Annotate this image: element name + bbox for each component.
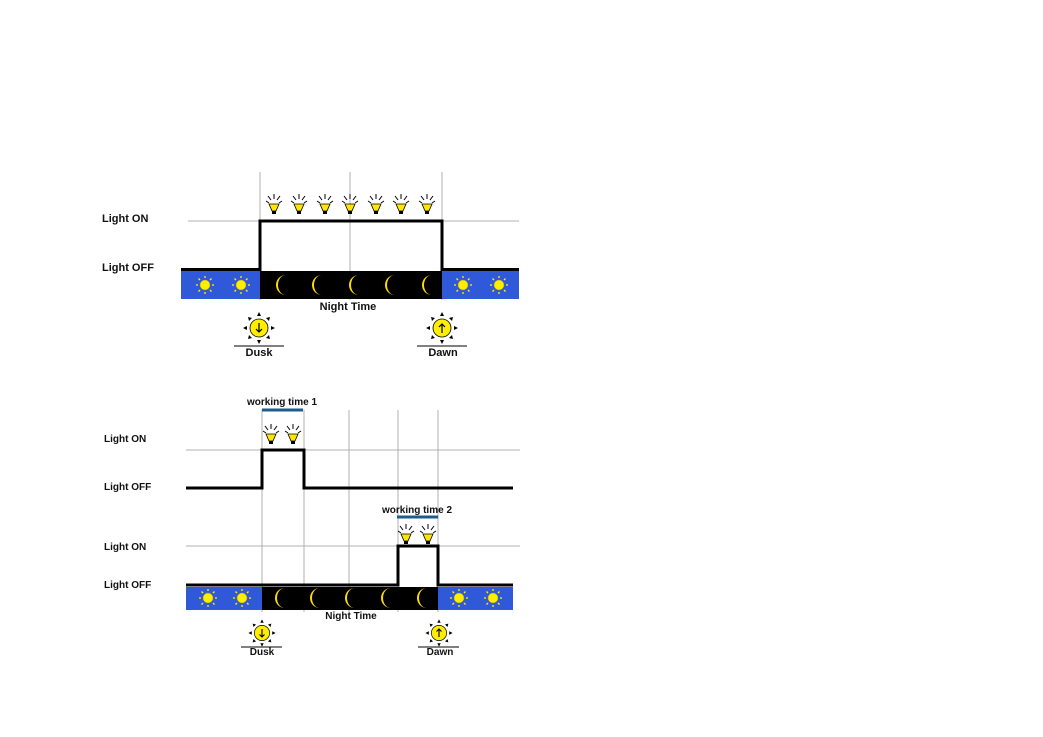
night-time-label: Night Time — [320, 301, 377, 313]
light-off-label: Light OFF — [102, 262, 154, 274]
lightbulb-icon — [317, 194, 333, 214]
dawn-label: Dawn — [428, 347, 458, 359]
lightbulb-icon-row — [266, 194, 435, 214]
working-time-1-label: working time 1 — [246, 397, 317, 408]
lightbulb-icon — [342, 194, 358, 214]
night-time-label: Night Time — [325, 611, 377, 622]
dawn-label: Dawn — [427, 647, 454, 658]
diagram-1: Light ON Light OFF Night Time — [102, 172, 519, 359]
lightbulb-icon — [263, 424, 279, 444]
sunset-icon — [248, 619, 275, 646]
sunrise-icon — [426, 312, 458, 344]
light-on-label: Light ON — [102, 213, 148, 225]
working-time-2-label: working time 2 — [381, 505, 452, 516]
light-off-label-1: Light OFF — [104, 482, 151, 493]
sunset-icon — [243, 312, 275, 344]
lightbulb-icon — [266, 194, 282, 214]
light-on-label-1: Light ON — [104, 434, 146, 445]
lightbulb-icon — [420, 524, 436, 544]
dusk-label: Dusk — [246, 347, 274, 359]
light-on-label-2: Light ON — [104, 542, 146, 553]
sunrise-icon — [425, 619, 452, 646]
diagram-2: Light ON Light OFF Light ON Light OFF wo… — [104, 397, 520, 658]
light-off-label-2: Light OFF — [104, 580, 151, 591]
dusk-label: Dusk — [250, 647, 275, 658]
lightbulb-icon — [398, 524, 414, 544]
lightbulb-icon — [419, 194, 435, 214]
lightbulb-icon — [393, 194, 409, 214]
lightbulb-icon — [368, 194, 384, 214]
lightbulb-icon — [285, 424, 301, 444]
lightbulb-icon — [291, 194, 307, 214]
